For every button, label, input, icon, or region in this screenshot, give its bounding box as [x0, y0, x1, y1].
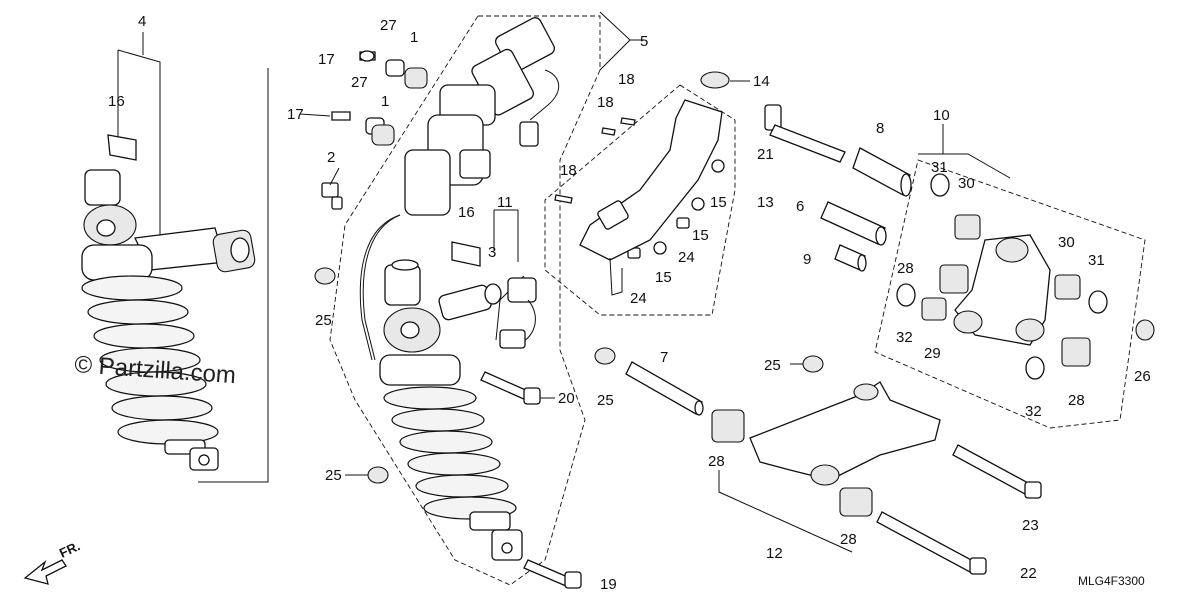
callout-label[interactable]: 17 — [287, 106, 304, 123]
callout-label[interactable]: 15 — [655, 269, 672, 286]
callout-label[interactable]: 16 — [458, 204, 475, 221]
callout-label[interactable]: 18 — [597, 94, 614, 111]
leader-lines — [299, 80, 803, 476]
hardware — [314, 50, 824, 589]
callout-label[interactable]: 22 — [1020, 565, 1037, 582]
callout-label[interactable]: 28 — [1068, 392, 1085, 409]
callout-label[interactable]: 25 — [315, 312, 332, 329]
callout-label[interactable]: 12 — [766, 545, 783, 562]
callout-label[interactable]: 32 — [1025, 403, 1042, 420]
shock-absorber-assembly — [81, 134, 256, 471]
callout-label[interactable]: 16 — [108, 93, 125, 110]
callout-label[interactable]: 17 — [318, 51, 335, 68]
callout-label[interactable]: 25 — [764, 357, 781, 374]
callout-label[interactable]: 30 — [958, 175, 975, 192]
callout-label[interactable]: 4 — [138, 13, 146, 30]
callout-label[interactable]: 20 — [558, 390, 575, 407]
direction-label: FR. — [57, 538, 82, 560]
callout-label[interactable]: 10 — [933, 107, 950, 124]
callout-label[interactable]: 30 — [1058, 234, 1075, 251]
callout-label[interactable]: 31 — [1088, 252, 1105, 269]
front-direction-arrow — [23, 559, 67, 585]
callout-label[interactable]: 29 — [924, 345, 941, 362]
callout-label[interactable]: 25 — [597, 392, 614, 409]
callout-label[interactable]: 6 — [796, 198, 804, 215]
shock-arm — [711, 381, 1042, 575]
callout-label[interactable]: 1 — [410, 29, 418, 46]
callout-label[interactable]: 13 — [757, 194, 774, 211]
callout-label[interactable]: 18 — [618, 71, 635, 88]
callout-label[interactable]: 14 — [753, 73, 770, 90]
group-boundaries — [329, 15, 1146, 586]
callout-label[interactable]: 31 — [931, 159, 948, 176]
callout-label[interactable]: 28 — [840, 531, 857, 548]
callout-label[interactable]: 24 — [630, 290, 647, 307]
callout-label[interactable]: 28 — [708, 453, 725, 470]
callout-label[interactable]: 3 — [488, 244, 496, 261]
callout-label[interactable]: 7 — [660, 349, 668, 366]
exploded-shock — [359, 17, 559, 561]
callout-label[interactable]: 21 — [757, 146, 774, 163]
callout-label[interactable]: 32 — [896, 329, 913, 346]
callout-label[interactable]: 28 — [897, 260, 914, 277]
callout-label[interactable]: 11 — [497, 194, 513, 211]
shock-link-plate — [896, 173, 1155, 380]
diagram-code: MLG4F3300 — [1078, 574, 1145, 588]
callout-label[interactable]: 15 — [692, 227, 709, 244]
frame-lines — [117, 11, 1011, 553]
callout-label[interactable]: 23 — [1022, 517, 1039, 534]
callout-label[interactable]: 27 — [380, 17, 397, 34]
callout-label[interactable]: 2 — [327, 149, 335, 166]
callout-label[interactable]: 27 — [351, 74, 368, 91]
callout-label[interactable]: 25 — [325, 467, 342, 484]
watermark: © Partzilla.com — [74, 351, 237, 389]
callout-label[interactable]: 1 — [381, 93, 389, 110]
callout-label[interactable]: 15 — [710, 194, 727, 211]
callout-label[interactable]: 9 — [803, 251, 811, 268]
callout-label[interactable]: 24 — [678, 249, 695, 266]
callout-label[interactable]: 19 — [600, 576, 617, 593]
callout-label[interactable]: 5 — [640, 33, 648, 50]
callout-label[interactable]: 8 — [876, 120, 884, 137]
mounting-bracket — [579, 99, 723, 296]
callout-label[interactable]: 26 — [1134, 368, 1151, 385]
pins-and-collars — [625, 104, 912, 416]
callout-labels: 4 16 17 27 1 17 27 1 2 5 18 18 14 18 16 … — [108, 13, 1151, 593]
callout-label[interactable]: 18 — [560, 162, 577, 179]
